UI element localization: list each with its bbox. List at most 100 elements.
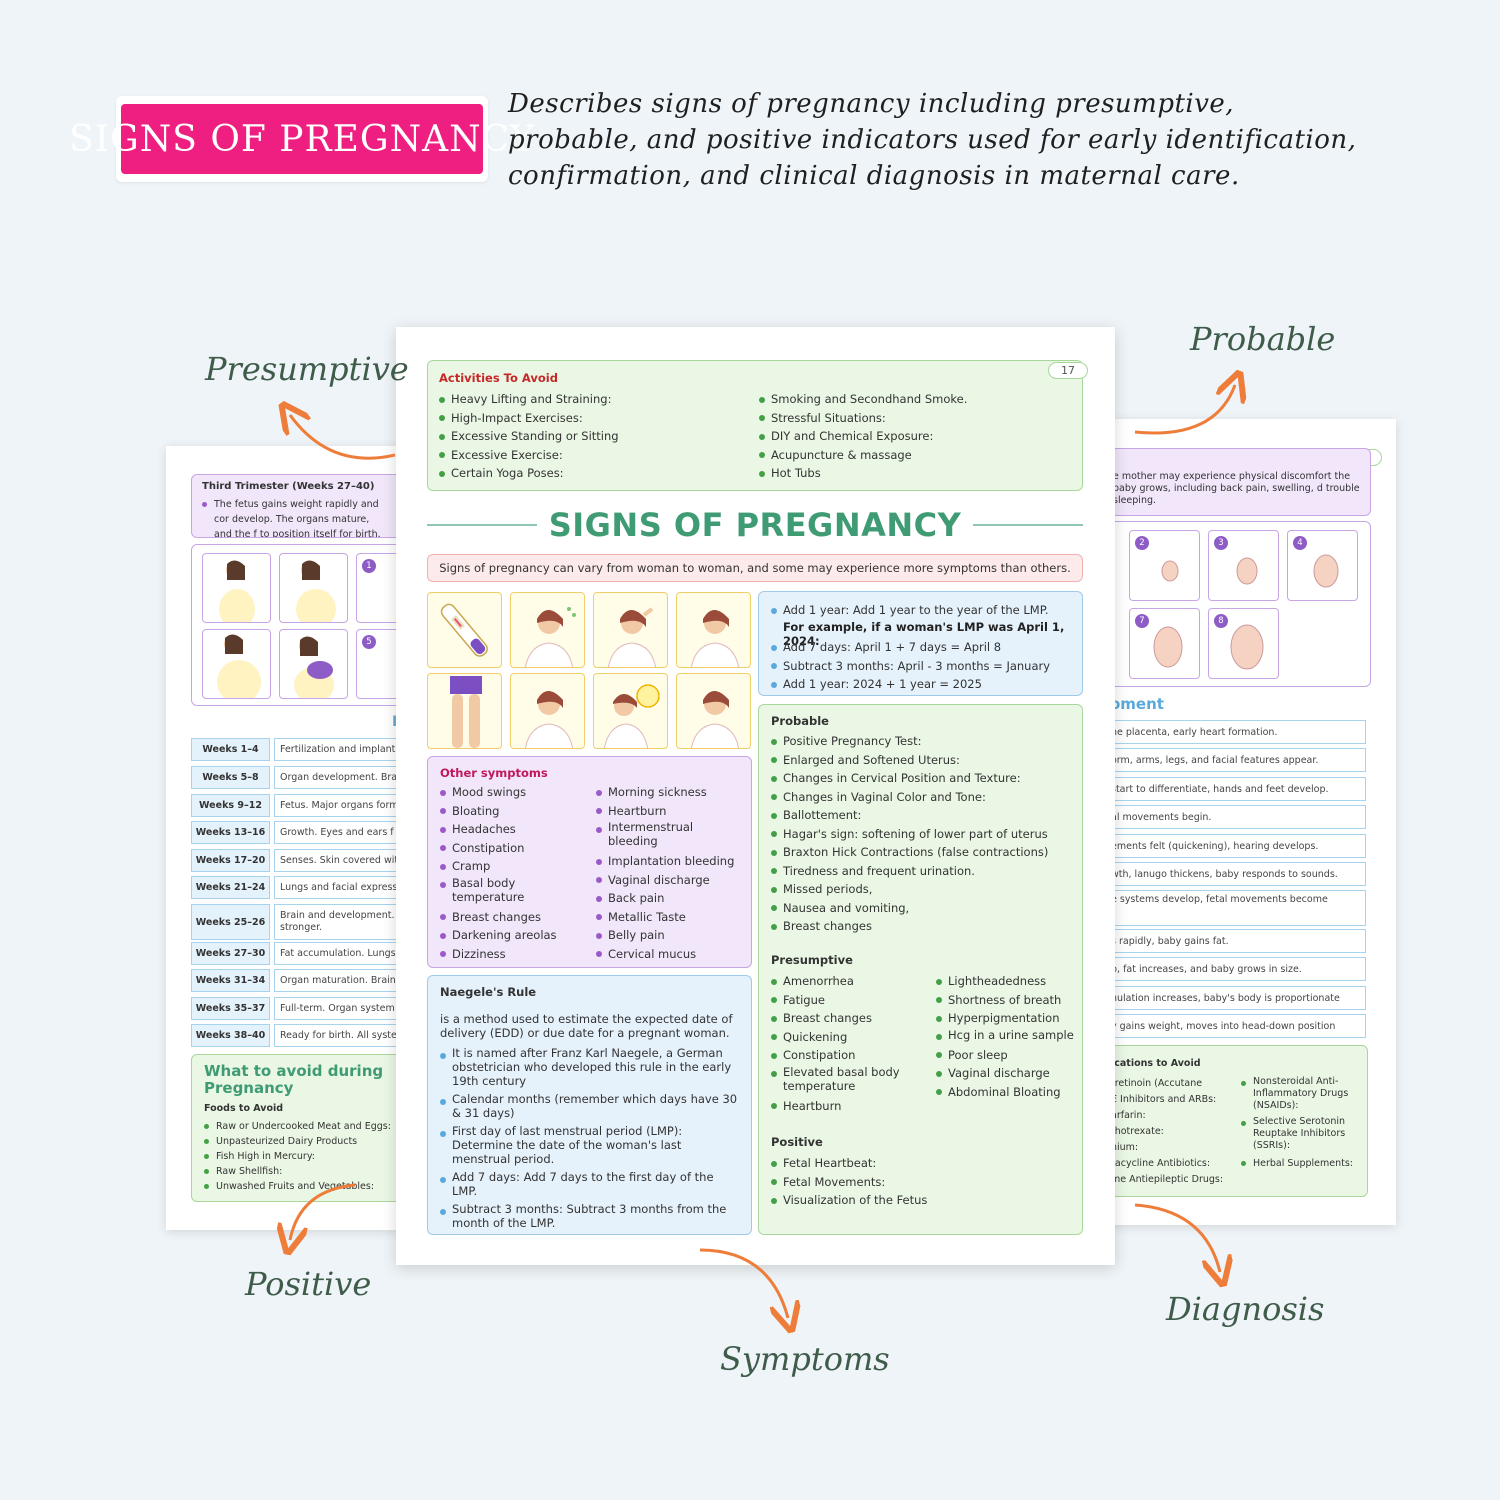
presumptive-item: Poor sleep [936, 1046, 1076, 1065]
arrow-icon [699, 1248, 788, 1318]
medication-item: Nonsteroidal Anti-Inflammatory Drugs (NS… [1241, 1076, 1365, 1112]
week-desc: Fat accumulation. Lungs [274, 942, 406, 965]
symptom-item: Vaginal discharge [596, 871, 746, 890]
week-cell: Weeks 13–16 [191, 821, 270, 844]
food-item: Raw Shellfish: [204, 1164, 406, 1179]
week-desc: Lungs and facial express [274, 876, 406, 899]
activities-to-avoid-box: Activities To Avoid Heavy Lifting and St… [427, 360, 1083, 491]
signs-classification-box: Probable Positive Pregnancy Test: Enlarg… [758, 704, 1083, 1235]
activity-item: Heavy Lifting and Straining: [439, 390, 739, 409]
symptom-item: Cervical mucus [596, 945, 746, 964]
week-cell: Weeks 25–26 [191, 904, 270, 940]
presumptive-item: Hcg in a urine sample [936, 1028, 1076, 1046]
trimester-title: Third Trimester (Weeks 27–40) [202, 481, 375, 492]
arrow-icon [1134, 385, 1235, 435]
probable-item: Changes in Vaginal Color and Tone: [771, 788, 1076, 807]
food-item: Fish High in Mercury: [204, 1149, 406, 1164]
probable-title: Probable [771, 714, 829, 728]
headache-woman-image [593, 592, 668, 668]
idea-woman-image [593, 673, 668, 749]
pregnant-woman-image [279, 553, 348, 623]
development-title-fragment: oment [1110, 695, 1164, 713]
title-badge: SIGNS OF PREGNANCY [69, 96, 534, 182]
presumptive-item: Heartburn [771, 1097, 921, 1116]
week-desc: Senses. Skin covered wit [274, 849, 406, 872]
presumptive-item: Fatigue [771, 991, 921, 1010]
medications-box: ications to Avoid tretinoin (Accutane E … [1104, 1045, 1368, 1197]
arrow-icon [1134, 1203, 1220, 1272]
probable-item: Ballottement: [771, 806, 1076, 825]
positive-item: Fetal Movements: [771, 1173, 1076, 1192]
naegele-rule-box: Naegele's Rule is a method used to estim… [427, 975, 752, 1235]
right-intro-box: e mother may experience physical discomf… [1104, 448, 1371, 516]
presumptive-item: Constipation [771, 1046, 921, 1065]
lmp-step: Subtract 3 months: April - 3 months = Ja… [771, 657, 1076, 676]
pregnant-woman-image [202, 553, 271, 623]
activity-item: High-Impact Exercises: [439, 409, 739, 428]
presumptive-item: Quickening [771, 1028, 921, 1047]
chest-pain-woman-image [676, 592, 751, 668]
presumptive-item: Abdominal Bloating [936, 1083, 1076, 1102]
activity-item: Hot Tubs [759, 464, 1059, 483]
week-cell: Weeks 17–20 [191, 849, 270, 872]
activities-title: Activities To Avoid [439, 371, 558, 385]
main-heading: SIGNS OF PREGNANCY [548, 506, 962, 544]
intro-text: Signs of pregnancy can vary from woman t… [439, 561, 1071, 575]
medication-item: thotrexate: [1111, 1126, 1164, 1137]
presumptive-item: Hyperpigmentation [936, 1009, 1076, 1028]
probable-item: Braxton Hick Contractions (false contrac… [771, 843, 1076, 862]
probable-item: Positive Pregnancy Test: [771, 732, 1076, 751]
medications-title: ications to Avoid [1111, 1058, 1201, 1069]
table-heading-fragment: I [392, 714, 398, 730]
tile-number: 4 [1293, 536, 1307, 550]
activity-item: Excessive Standing or Sitting [439, 427, 739, 446]
mother-with-baby-image [279, 629, 348, 699]
medication-item: E Inhibitors and ARBs: [1111, 1094, 1217, 1105]
third-trimester-box: Third Trimester (Weeks 27–40) The fetus … [191, 474, 406, 538]
week-desc: Organ development. Bra [274, 766, 406, 789]
probable-item: Tiredness and frequent urination. [771, 862, 1076, 881]
lmp-example-box: Add 1 year: Add 1 year to the year of th… [758, 591, 1083, 696]
nausea-woman-image [510, 592, 585, 668]
medication-item: Herbal Supplements: [1241, 1156, 1365, 1171]
symptom-item: Dizziness [440, 945, 585, 964]
medication-item: Selective Serotonin Reuptake Inhibitors … [1241, 1116, 1365, 1152]
food-item: Unpasteurized Dairy Products [204, 1134, 406, 1149]
medication-item: tretinoin (Accutane [1111, 1078, 1203, 1089]
presumptive-item: Shortness of breath [936, 991, 1076, 1010]
week-desc: Brain and development. stronger. [274, 904, 406, 940]
week-cell: Weeks 27–30 [191, 942, 270, 965]
week-desc: Organ maturation. Brain [274, 969, 406, 992]
page-number: 17 [1048, 362, 1088, 379]
symptom-item: Constipation [440, 839, 585, 858]
arrow-icon [290, 1183, 356, 1240]
week-cell: Weeks 9–12 [191, 794, 270, 817]
symptom-item: Back pain [596, 889, 746, 908]
symptom-item: Cramp [440, 857, 585, 876]
symptom-item: Mood swings [440, 783, 585, 802]
probable-item: Missed periods, [771, 880, 1076, 899]
label-positive: Positive [245, 1265, 372, 1303]
other-symptoms-box: Other symptoms Mood swings Bloating Head… [427, 756, 752, 968]
positive-item: Visualization of the Fetus [771, 1191, 1076, 1210]
breast-pain-woman-image [676, 673, 751, 749]
week-cell: Weeks 21–24 [191, 876, 270, 899]
activity-item: Acupuncture & massage [759, 446, 1059, 465]
medication-item: me Antiepileptic Drugs: [1111, 1174, 1224, 1185]
lmp-example-heading: For example, if a woman's LMP was April … [783, 620, 1065, 648]
symptom-item: Darkening areolas [440, 926, 585, 945]
cramp-legs-image [427, 673, 502, 749]
arrow-icon [290, 415, 396, 460]
tile-number: 3 [1214, 536, 1228, 550]
heading-divider [973, 524, 1083, 526]
medication-item: arfarin: [1111, 1110, 1146, 1121]
naegele-title: Naegele's Rule [440, 985, 537, 999]
naegele-intro: is a method used to estimate the expecte… [440, 1012, 733, 1040]
week-desc: Full-term. Organ system [274, 997, 406, 1020]
header-description: Describes signs of pregnancy including p… [508, 89, 1357, 191]
activity-item: Smoking and Secondhand Smoke. [759, 390, 1059, 409]
week-desc: Fetus. Major organs form [274, 794, 406, 817]
probable-item: Enlarged and Softened Uterus: [771, 751, 1076, 770]
week-cell: Weeks 35–37 [191, 997, 270, 1020]
